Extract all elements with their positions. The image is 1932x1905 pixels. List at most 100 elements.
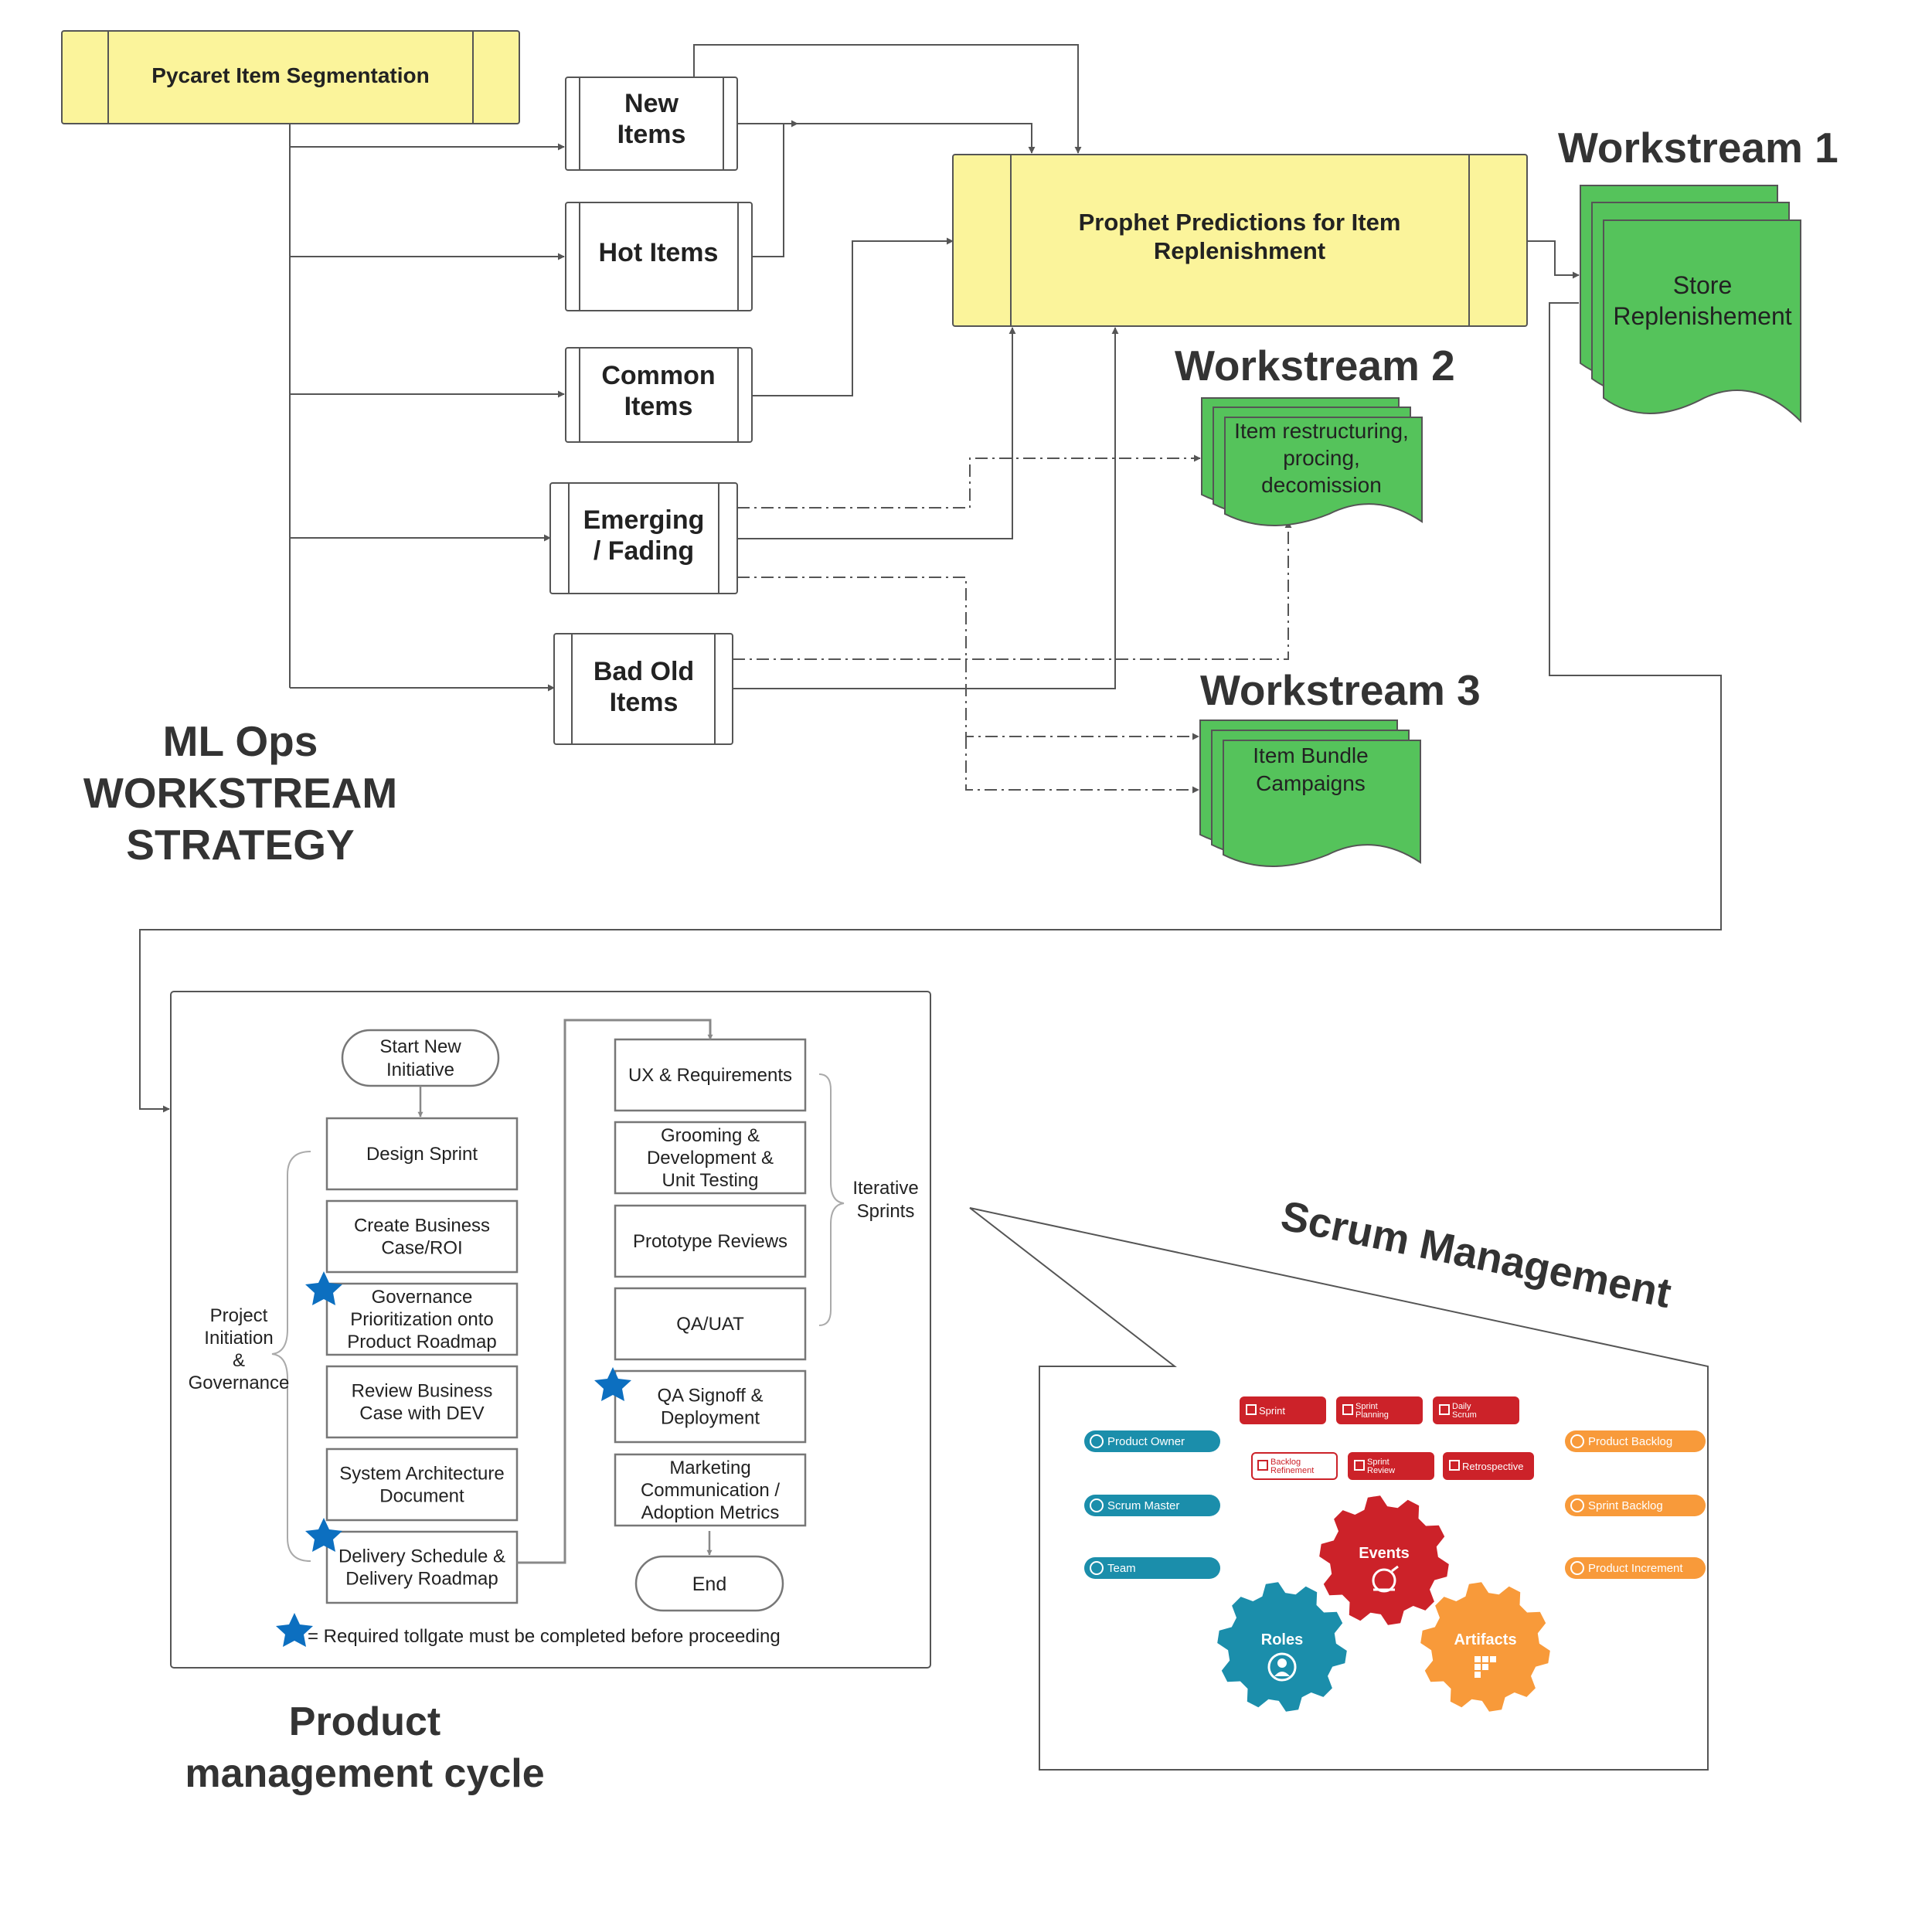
end-node	[634, 1555, 784, 1612]
events-gear-label: Events	[1359, 1545, 1410, 1562]
right-step: QA Signoff &Deployment	[614, 1369, 807, 1444]
right-brace	[818, 1073, 845, 1326]
end-label: End	[692, 1573, 726, 1595]
segment-hot-items: Hot Items	[565, 202, 753, 311]
connector-common-to-prophet	[752, 237, 954, 396]
events-gear: Events	[1319, 1495, 1449, 1625]
left-step-label: Design Sprint	[366, 1144, 478, 1165]
event-icon	[1354, 1460, 1365, 1471]
artifact-label: Sprint Backlog	[1588, 1499, 1663, 1512]
tollgate-legend: = Required tollgate must be completed be…	[308, 1626, 781, 1647]
connector-ws1-to-product	[139, 302, 1722, 1113]
artifacts-gear-label: Artifacts	[1454, 1631, 1516, 1648]
roles-gear: Roles	[1217, 1582, 1347, 1712]
artifact-icon	[1570, 1498, 1584, 1512]
event-icon	[1246, 1404, 1257, 1415]
left-step: Design Sprint	[325, 1117, 519, 1191]
gear-roles-shape	[1217, 1582, 1347, 1712]
gear-events-shape	[1319, 1495, 1449, 1625]
event-tag: Sprint	[1240, 1396, 1326, 1424]
role-label: Product Owner	[1107, 1435, 1185, 1448]
workstream1-title: Workstream 1	[1558, 124, 1838, 172]
connector-emerging-to-ws2	[737, 454, 1201, 509]
segmentation-title: Pycaret Item Segmentation	[151, 63, 429, 87]
workstream2-document	[1224, 417, 1423, 526]
artifact-icon	[1570, 1434, 1584, 1448]
connectors	[139, 44, 1722, 1113]
emerging-fading-label: Emerging/ Fading	[583, 505, 705, 566]
right-step: QA/UAT	[614, 1287, 807, 1361]
star-icon	[594, 1367, 631, 1401]
event-icon	[1439, 1404, 1450, 1415]
role-icon	[1090, 1434, 1104, 1448]
artifact-icon	[1570, 1561, 1584, 1575]
role-icon	[1090, 1498, 1104, 1512]
event-icon	[1342, 1404, 1353, 1415]
right-step-label: Prototype Reviews	[633, 1231, 787, 1252]
artifact-pill: Product Increment	[1565, 1557, 1706, 1579]
segmentation-process: Pycaret Item Segmentation	[61, 30, 520, 124]
connector-hot-to-prophet	[752, 120, 798, 257]
workstream3-title: Workstream 3	[1200, 666, 1481, 714]
roles-gear-label: Roles	[1261, 1631, 1303, 1648]
workstream1-document	[1603, 219, 1801, 424]
left-brace	[271, 1151, 311, 1562]
workstream2-doc-label: Item restructuring,procing,decomission	[1234, 419, 1409, 497]
artifact-pill: Sprint Backlog	[1565, 1495, 1706, 1516]
right-step: UX & Requirements	[614, 1038, 807, 1112]
role-label: Team	[1107, 1562, 1136, 1575]
connector-bad-to-ws2	[733, 521, 1292, 660]
workstream2-title: Workstream 2	[1175, 342, 1455, 390]
role-icon	[1090, 1561, 1104, 1575]
artifact-label: Product Increment	[1588, 1562, 1683, 1575]
event-tag-label: Sprint	[1259, 1405, 1285, 1417]
right-step: Prototype Reviews	[614, 1204, 807, 1278]
events-icon	[1372, 1565, 1399, 1593]
role-label: Scrum Master	[1107, 1499, 1179, 1512]
right-step-label: Grooming &Development &Unit Testing	[647, 1125, 774, 1191]
workstream3-document	[1223, 740, 1421, 867]
right-step-label: UX & Requirements	[628, 1065, 792, 1086]
role-pill: Team	[1084, 1557, 1220, 1579]
connector-prophet-to-ws1	[1527, 240, 1580, 279]
event-icon	[1449, 1460, 1460, 1471]
dashed-connectors	[733, 454, 1292, 794]
connector-emerging-to-ws3b	[965, 736, 1199, 794]
gear-artifacts-shape	[1420, 1582, 1550, 1712]
